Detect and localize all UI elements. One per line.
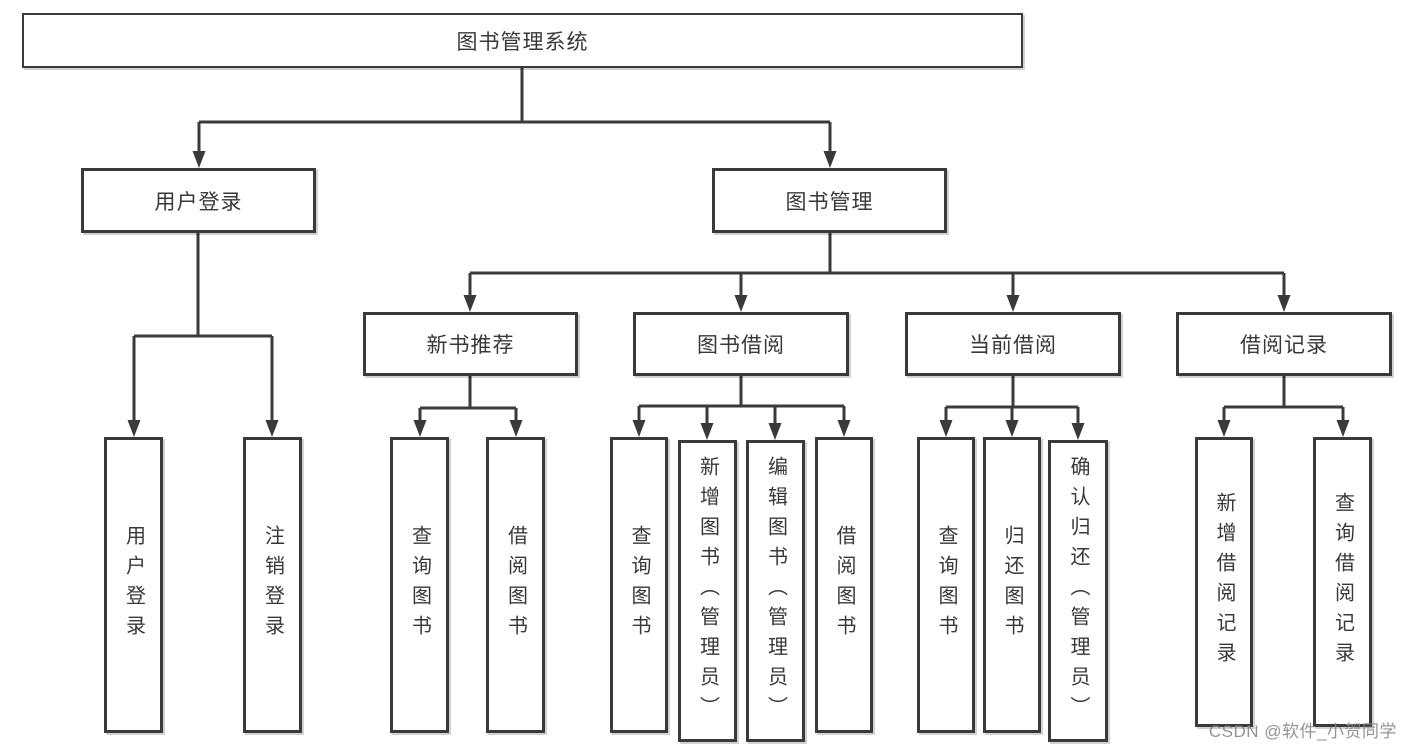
node-library-management-system: 图书管理系统 [22,13,1023,68]
node-leaf-edit-books-admin: 编辑图书（管理员） [746,440,805,742]
node-label: 注销登录 [261,525,284,645]
node-label: 图书管理 [785,190,874,214]
node-leaf-add-books-admin: 新增图书（管理员） [678,440,737,742]
arrowhead-icons [127,151,1350,440]
node-leaf-confirm-return-admin: 确认归还（管理员） [1048,440,1108,742]
node-label: 用户登录 [122,525,145,645]
node-leaf-logout: 注销登录 [243,437,302,733]
node-leaf-borrow-books: 借阅图书 [815,437,873,733]
node-current-borrowing: 当前借阅 [905,312,1121,376]
node-new-book-recommendation: 新书推荐 [363,312,578,376]
node-leaf-query-books: 查询图书 [390,437,449,733]
node-label: 图书管理系统 [456,30,589,54]
node-label: 查询借阅记录 [1331,492,1354,672]
node-label: 查询图书 [935,525,957,645]
node-label: 用户登录 [154,190,243,214]
node-leaf-query-borrow-record: 查询借阅记录 [1313,437,1372,727]
node-label: 借阅图书 [504,525,527,645]
node-leaf-return-books: 归还图书 [983,437,1041,733]
node-label: 图书借阅 [697,334,785,357]
node-leaf-user-login: 用户登录 [104,437,163,733]
node-label: 当前借阅 [969,334,1057,357]
csdn-watermark: CSDN @软件_小贺同学 [1208,722,1397,741]
node-label: 确认归还（管理员） [1067,456,1089,726]
node-label: 查询图书 [628,525,650,645]
tree-connector-lines [132,68,1345,427]
node-borrowing-records: 借阅记录 [1176,312,1392,376]
node-user-login-module: 用户登录 [81,168,316,233]
node-book-management-module: 图书管理 [712,168,947,233]
node-label: 新增图书（管理员） [696,456,719,726]
node-book-borrowing: 图书借阅 [633,312,849,376]
node-leaf-query-books: 查询图书 [610,437,668,733]
node-label: 借阅图书 [833,525,855,645]
node-label: 编辑图书（管理员） [764,456,787,726]
node-label: 借阅记录 [1240,334,1328,357]
node-label: 新书推荐 [426,334,515,357]
node-label: 归还图书 [1001,525,1023,645]
node-label: 新增借阅记录 [1213,492,1235,672]
node-leaf-query-books: 查询图书 [917,437,975,733]
node-leaf-add-borrow-record: 新增借阅记录 [1195,437,1253,727]
node-leaf-borrow-books: 借阅图书 [486,437,545,733]
node-label: 查询图书 [408,525,431,645]
